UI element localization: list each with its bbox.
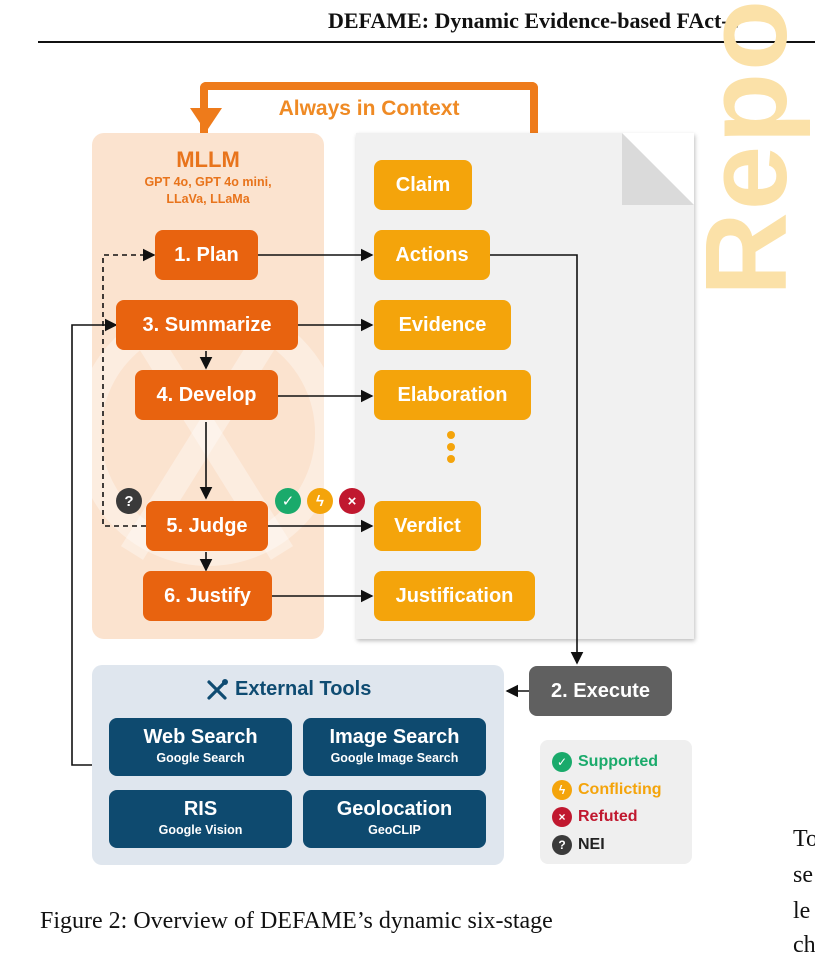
tool-image-search: Image Search Google Image Search xyxy=(303,718,486,776)
mllm-models-line-1: GPT 4o, GPT 4o mini, xyxy=(144,175,272,189)
stage-develop: 4. Develop xyxy=(135,370,278,420)
lightning-icon: ϟ xyxy=(552,780,572,800)
legend-label: Supported xyxy=(578,753,658,770)
cross-icon: × xyxy=(552,807,572,827)
body-text-fragment: le xyxy=(793,898,811,924)
external-tools-label: External Tools xyxy=(235,678,372,700)
stage-execute: 2. Execute xyxy=(529,666,672,716)
tool-provider: Google Image Search xyxy=(330,751,459,765)
legend-label: NEI xyxy=(578,836,605,853)
check-icon: ✓ xyxy=(552,752,572,772)
report-item-justification: Justification xyxy=(374,571,535,621)
legend-conflicting: ϟ Conflicting xyxy=(552,780,662,800)
stage-plan: 1. Plan xyxy=(155,230,258,280)
mllm-models: GPT 4o, GPT 4o mini, LLaVa, LLaMa xyxy=(92,174,324,208)
report-page-fold xyxy=(622,133,694,205)
question-icon: ? xyxy=(116,488,142,514)
tool-provider: Google Search xyxy=(156,751,245,765)
legend-label: Conflicting xyxy=(578,781,662,798)
always-in-context-label: Always in Context xyxy=(250,97,488,121)
tool-name: RIS xyxy=(183,798,218,820)
report-item-verdict: Verdict xyxy=(374,501,481,551)
legend-supported: ✓ Supported xyxy=(552,752,658,772)
external-tools-title: External Tools xyxy=(205,678,371,701)
stage-justify: 6. Justify xyxy=(143,571,272,621)
body-text-fragment: se xyxy=(793,862,813,888)
figure-caption: Figure 2: Overview of DEFAME’s dynamic s… xyxy=(40,908,553,934)
lightning-icon: ϟ xyxy=(307,488,333,514)
report-item-elaboration: Elaboration xyxy=(374,370,531,420)
paper-running-title: DEFAME: Dynamic Evidence-based FAct-c xyxy=(328,8,739,33)
legend-refuted: × Refuted xyxy=(552,807,638,827)
tools-icon xyxy=(207,678,228,700)
tool-geolocation: Geolocation GeoCLIP xyxy=(303,790,486,848)
report-item-evidence: Evidence xyxy=(374,300,511,350)
legend-label: Refuted xyxy=(578,808,638,825)
header-rule xyxy=(38,41,815,43)
tool-provider: Google Vision xyxy=(158,823,243,837)
stage-judge: 5. Judge xyxy=(146,501,268,551)
tool-name: Web Search xyxy=(143,726,258,748)
question-icon: ? xyxy=(552,835,572,855)
body-text-fragment: ch xyxy=(793,932,815,958)
tool-ris: RIS Google Vision xyxy=(109,790,292,848)
check-icon: ✓ xyxy=(275,488,301,514)
tool-name: Geolocation xyxy=(336,798,453,820)
report-item-claim: Claim xyxy=(374,160,472,210)
tool-web-search: Web Search Google Search xyxy=(109,718,292,776)
stage-summarize: 3. Summarize xyxy=(116,300,298,350)
mllm-title: MLLM xyxy=(176,147,240,172)
tool-provider: GeoCLIP xyxy=(368,823,421,837)
report-item-actions: Actions xyxy=(374,230,490,280)
cross-icon: × xyxy=(339,488,365,514)
legend-nei: ? NEI xyxy=(552,835,605,855)
mllm-models-line-2: LLaVa, LLaMa xyxy=(166,192,250,206)
tool-name: Image Search xyxy=(329,726,460,748)
body-text-fragment: To xyxy=(793,826,815,852)
